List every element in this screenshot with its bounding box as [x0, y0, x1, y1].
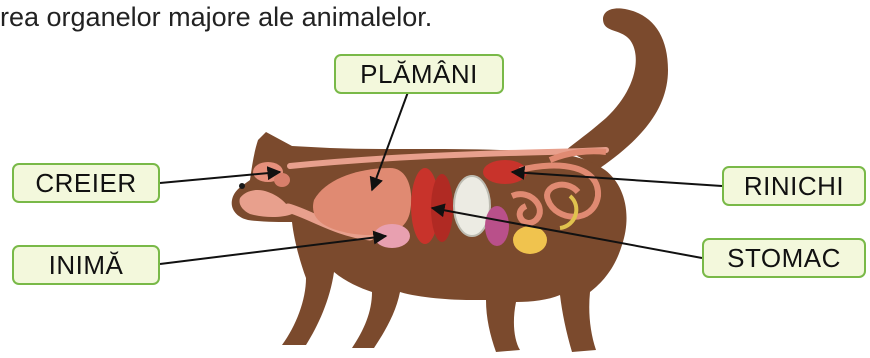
label-inima: INIMĂ	[12, 245, 160, 285]
label-plamani: PLĂMÂNI	[334, 54, 504, 94]
cat-tail	[566, 8, 668, 168]
cat-eye	[239, 183, 245, 189]
stomach	[411, 168, 453, 244]
label-rinichi: RINICHI	[722, 166, 866, 206]
label-stomac: STOMAC	[702, 238, 866, 278]
label-creier: CREIER	[12, 163, 160, 203]
bladder-white	[454, 176, 490, 236]
gall-bladder	[513, 226, 547, 254]
spleen	[485, 206, 509, 246]
